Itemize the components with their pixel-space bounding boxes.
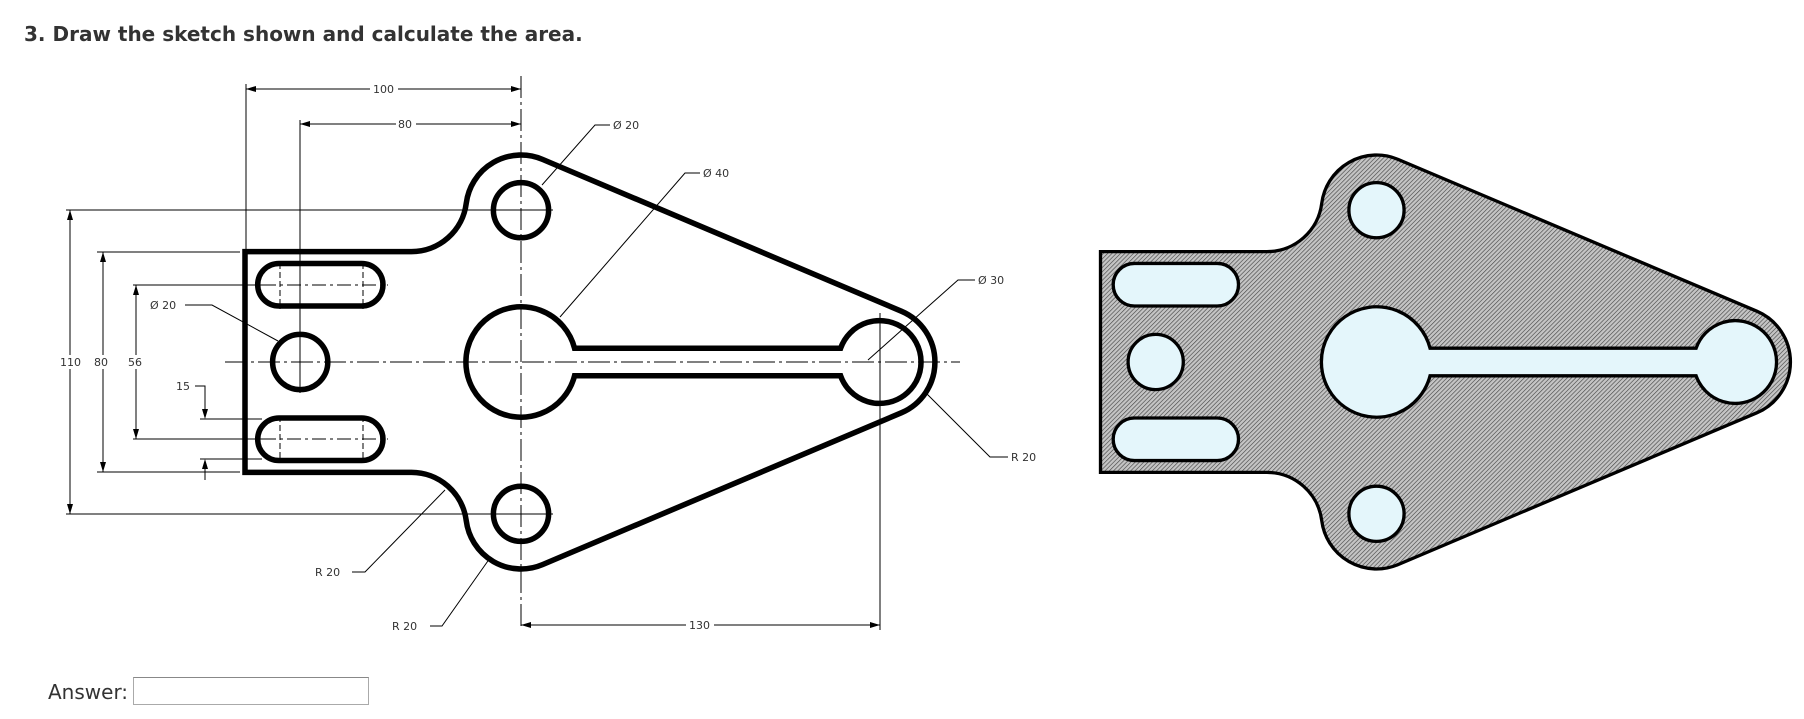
dimension-arrows bbox=[67, 86, 880, 628]
dim-56: 56 bbox=[128, 356, 142, 369]
dim-15: 15 bbox=[176, 380, 190, 393]
dim-80: 80 bbox=[398, 118, 412, 131]
hatched-part bbox=[1098, 153, 1793, 571]
dim-80-vertical: 80 bbox=[94, 356, 108, 369]
dim-hole-right: Ø 30 bbox=[978, 274, 1004, 287]
dim-130: 130 bbox=[689, 619, 710, 632]
question-title: 3. Draw the sketch shown and calculate t… bbox=[24, 22, 583, 46]
dim-hole-left: Ø 20 bbox=[150, 299, 176, 312]
dim-110: 110 bbox=[60, 356, 81, 369]
dim-100: 100 bbox=[373, 83, 394, 96]
dim-r-lug: R 20 bbox=[392, 620, 417, 633]
dim-hole-top: Ø 20 bbox=[613, 119, 639, 132]
answer-input[interactable] bbox=[133, 677, 369, 705]
centerlines bbox=[225, 76, 960, 630]
dim-r-right: R 20 bbox=[1011, 451, 1036, 464]
dim-r-fillet: R 20 bbox=[315, 566, 340, 579]
dim-hole-big: Ø 40 bbox=[703, 167, 729, 180]
dimension-lines bbox=[66, 88, 1008, 627]
answer-label: Answer: bbox=[48, 680, 129, 704]
